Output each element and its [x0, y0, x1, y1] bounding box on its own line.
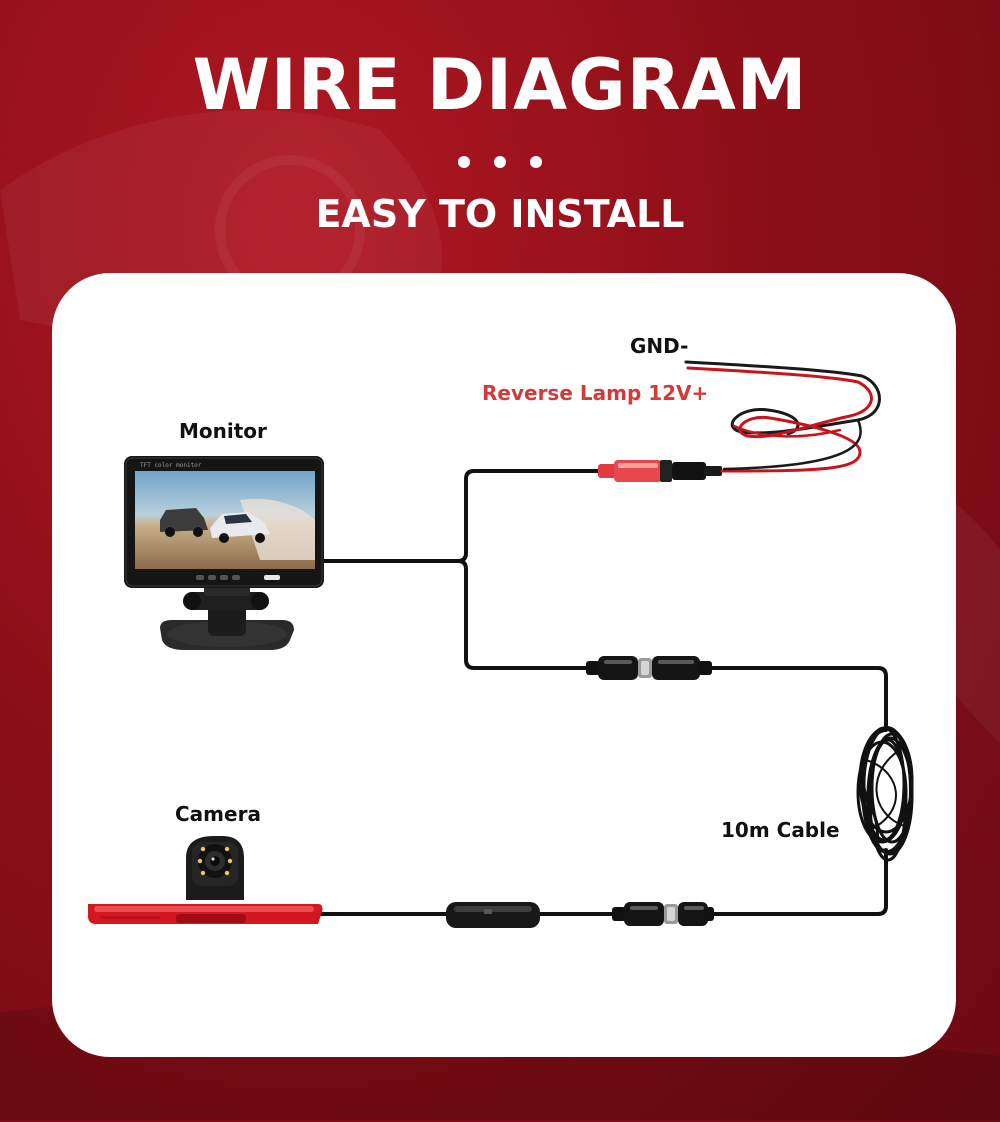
av-connector-camera: [612, 902, 714, 926]
extension-cable-return: [712, 850, 886, 914]
reverse-lamp-label: Reverse Lamp 12V+: [482, 381, 708, 405]
power-branch-cable: [458, 471, 598, 561]
video-branch-cable: [458, 561, 588, 668]
power-wires: [686, 362, 880, 471]
monitor-brand-text: TFT color monitor: [140, 462, 202, 469]
cable-coil: [858, 728, 912, 860]
monitor-device: TFT color monitor: [124, 456, 324, 650]
cable-length-label: 10m Cable: [721, 818, 840, 842]
monitor-label: Monitor: [179, 419, 267, 443]
extension-cable: [712, 668, 886, 730]
camera-brake-light: [88, 836, 323, 924]
camera-label: Camera: [175, 802, 261, 826]
av-connector-monitor: [586, 656, 712, 680]
gnd-label: GND-: [630, 334, 688, 358]
cable-harness: [314, 471, 886, 914]
power-connector: [598, 460, 722, 482]
inline-filter-box: [446, 902, 540, 928]
